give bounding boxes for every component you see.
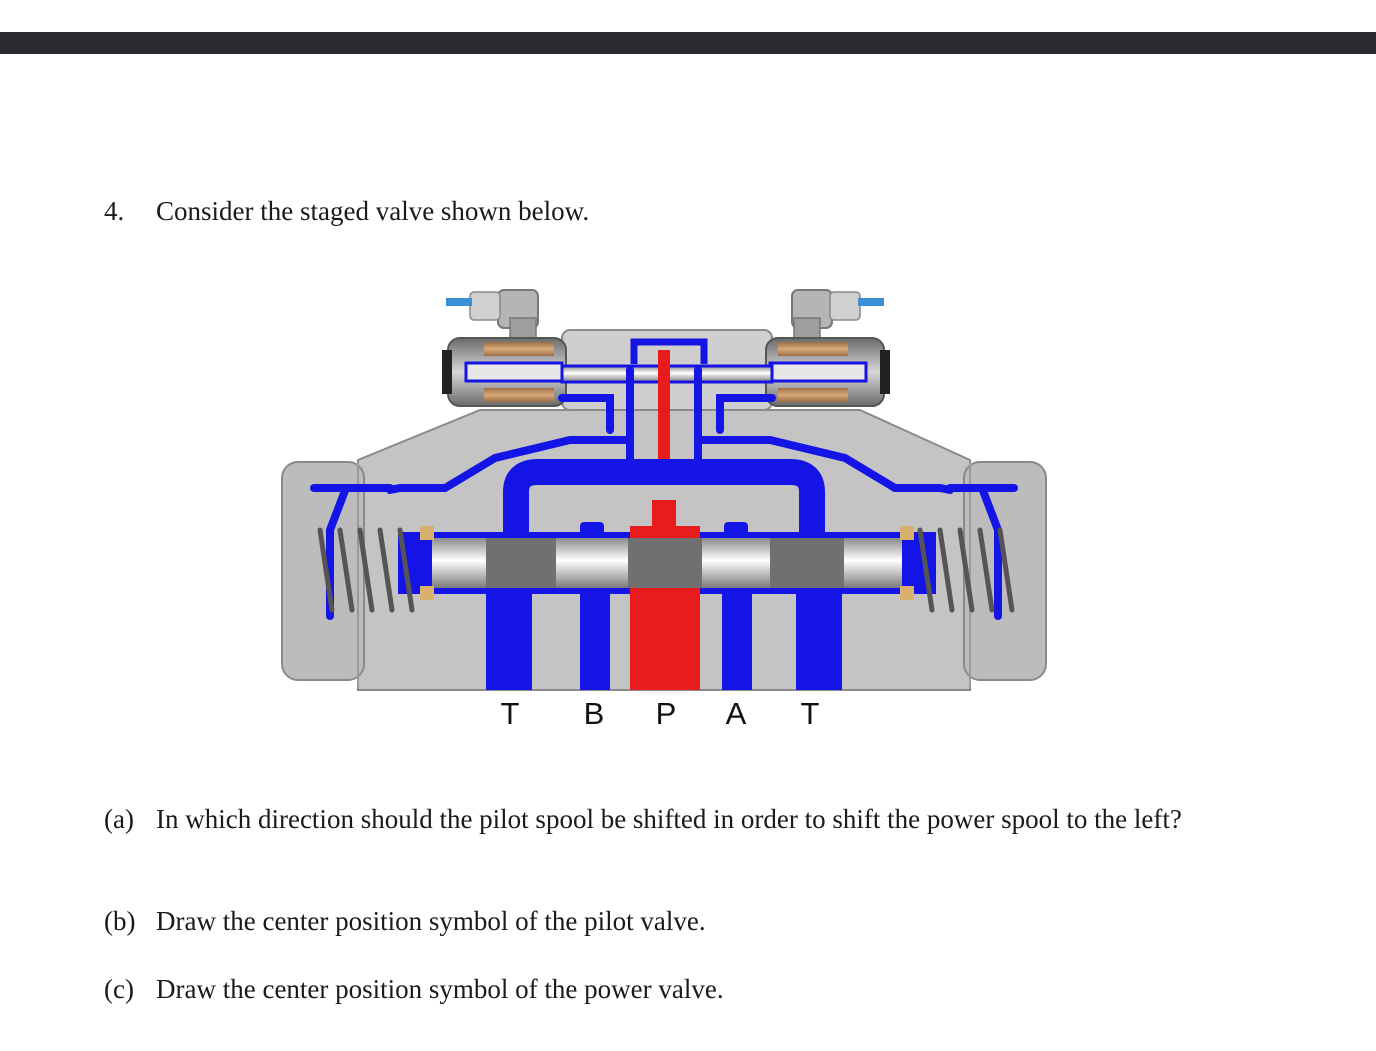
question-number: 4. [104, 196, 125, 226]
left-solenoid [442, 289, 567, 407]
part-c-text: Draw the center position symbol of the p… [156, 974, 724, 1004]
right-spring [917, 527, 1015, 613]
part-a-text: In which direction should the pilot spoo… [156, 804, 1182, 834]
part-c-label: (c) [104, 974, 134, 1004]
port-label-t-right: T [801, 696, 820, 731]
power-spool [398, 522, 936, 600]
port-label-a: A [726, 696, 747, 731]
part-a-label: (a) [104, 804, 134, 834]
part-b-label: (b) [104, 906, 136, 936]
port-label-b: B [584, 696, 605, 731]
question-text: Consider the staged valve shown below. [156, 196, 590, 226]
port-passages [486, 592, 842, 690]
right-solenoid [765, 289, 890, 407]
staged-valve-diagram: T B P A T [281, 289, 1047, 731]
left-spring [317, 527, 415, 613]
port-label-p: P [656, 696, 677, 731]
top-banner [0, 32, 1376, 54]
tank-lines [310, 366, 1018, 620]
part-b-text: Draw the center position symbol of the p… [156, 906, 706, 936]
port-label-t-left: T [501, 696, 520, 731]
